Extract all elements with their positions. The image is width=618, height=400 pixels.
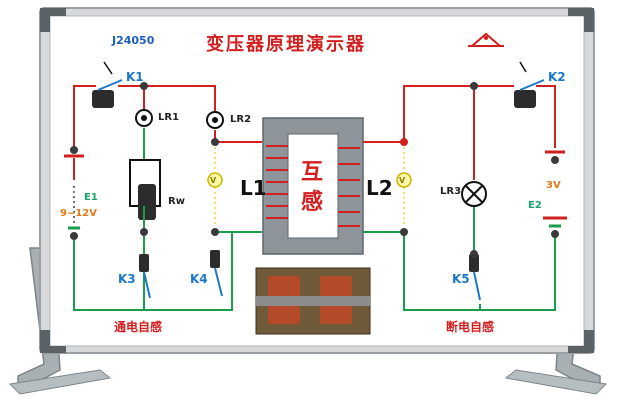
lamp-lr3-label: LR3 <box>440 186 462 197</box>
battery-e1-voltage: 9~12V <box>60 208 97 219</box>
switch-k2-label: K2 <box>548 70 566 84</box>
resistor-rw-label: Rw <box>168 196 185 207</box>
lamp-lr1-label: LR1 <box>158 112 180 123</box>
primary-coil-l1-icon <box>266 145 288 219</box>
switch-k4-label: K4 <box>190 272 208 286</box>
voltmeter-left-symbol: V <box>210 176 217 185</box>
battery-e1-label: E1 <box>84 192 98 203</box>
lamp-lr1-icon <box>135 109 153 127</box>
switch-k1-icon[interactable] <box>92 61 123 108</box>
switch-k2-icon[interactable] <box>514 61 545 108</box>
battery-e2-voltage: 3V <box>546 180 561 191</box>
voltmeter-right-symbol: V <box>399 176 406 185</box>
switch-k3-label: K3 <box>118 272 136 286</box>
battery-e2-label: E2 <box>528 200 542 211</box>
voltmeter-right-icon <box>396 172 412 188</box>
right-circuit-wires <box>363 85 556 311</box>
right-caption: 断电自感 <box>446 320 495 334</box>
switch-k3-icon[interactable] <box>139 254 151 299</box>
rheostat-rw-icon <box>129 159 161 232</box>
lamp-lr3-icon <box>461 181 487 207</box>
lamp-lr2-icon <box>206 111 224 129</box>
battery-e1-icon <box>64 146 84 240</box>
core-label: 互感 <box>301 160 324 215</box>
left-caption: 通电自感 <box>114 320 163 334</box>
primary-coil-label: L1 <box>240 176 267 200</box>
transformer-core <box>262 117 364 255</box>
secondary-coil-l2-icon <box>338 147 360 227</box>
board-title: 变压器原理演示器 <box>206 34 366 55</box>
transformer-photo <box>255 267 371 335</box>
battery-e2-icon <box>543 150 567 238</box>
terminals <box>140 82 478 258</box>
switch-k5-label: K5 <box>452 272 470 286</box>
switch-k5-icon[interactable] <box>469 254 481 301</box>
switch-k4-icon[interactable] <box>210 250 223 297</box>
lamp-lr2-label: LR2 <box>230 114 252 125</box>
brand-logo-icon <box>468 32 504 47</box>
secondary-coil-label: L2 <box>366 176 393 200</box>
model-number: J24050 <box>112 34 155 47</box>
voltmeter-left-icon <box>207 172 223 188</box>
switch-k1-label: K1 <box>126 70 144 84</box>
